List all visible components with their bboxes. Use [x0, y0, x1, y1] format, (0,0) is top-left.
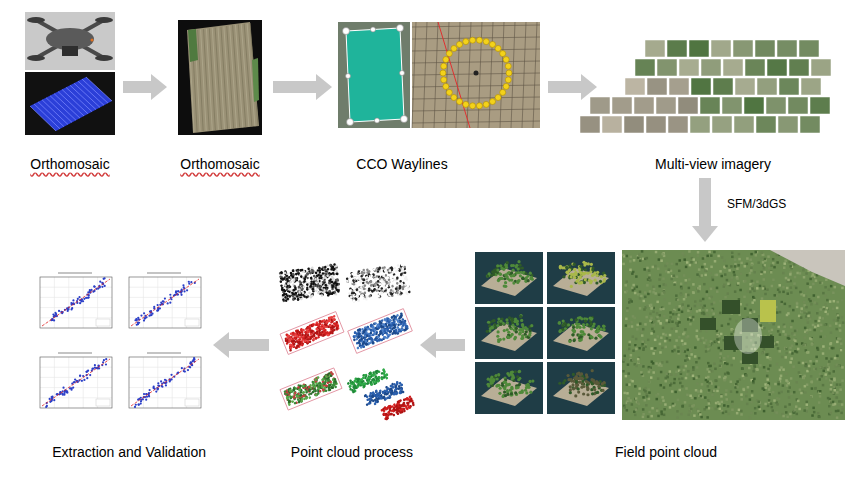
- stage: OrthomosaicOrthomosaicCCO WaylinesMulti-…: [0, 0, 868, 487]
